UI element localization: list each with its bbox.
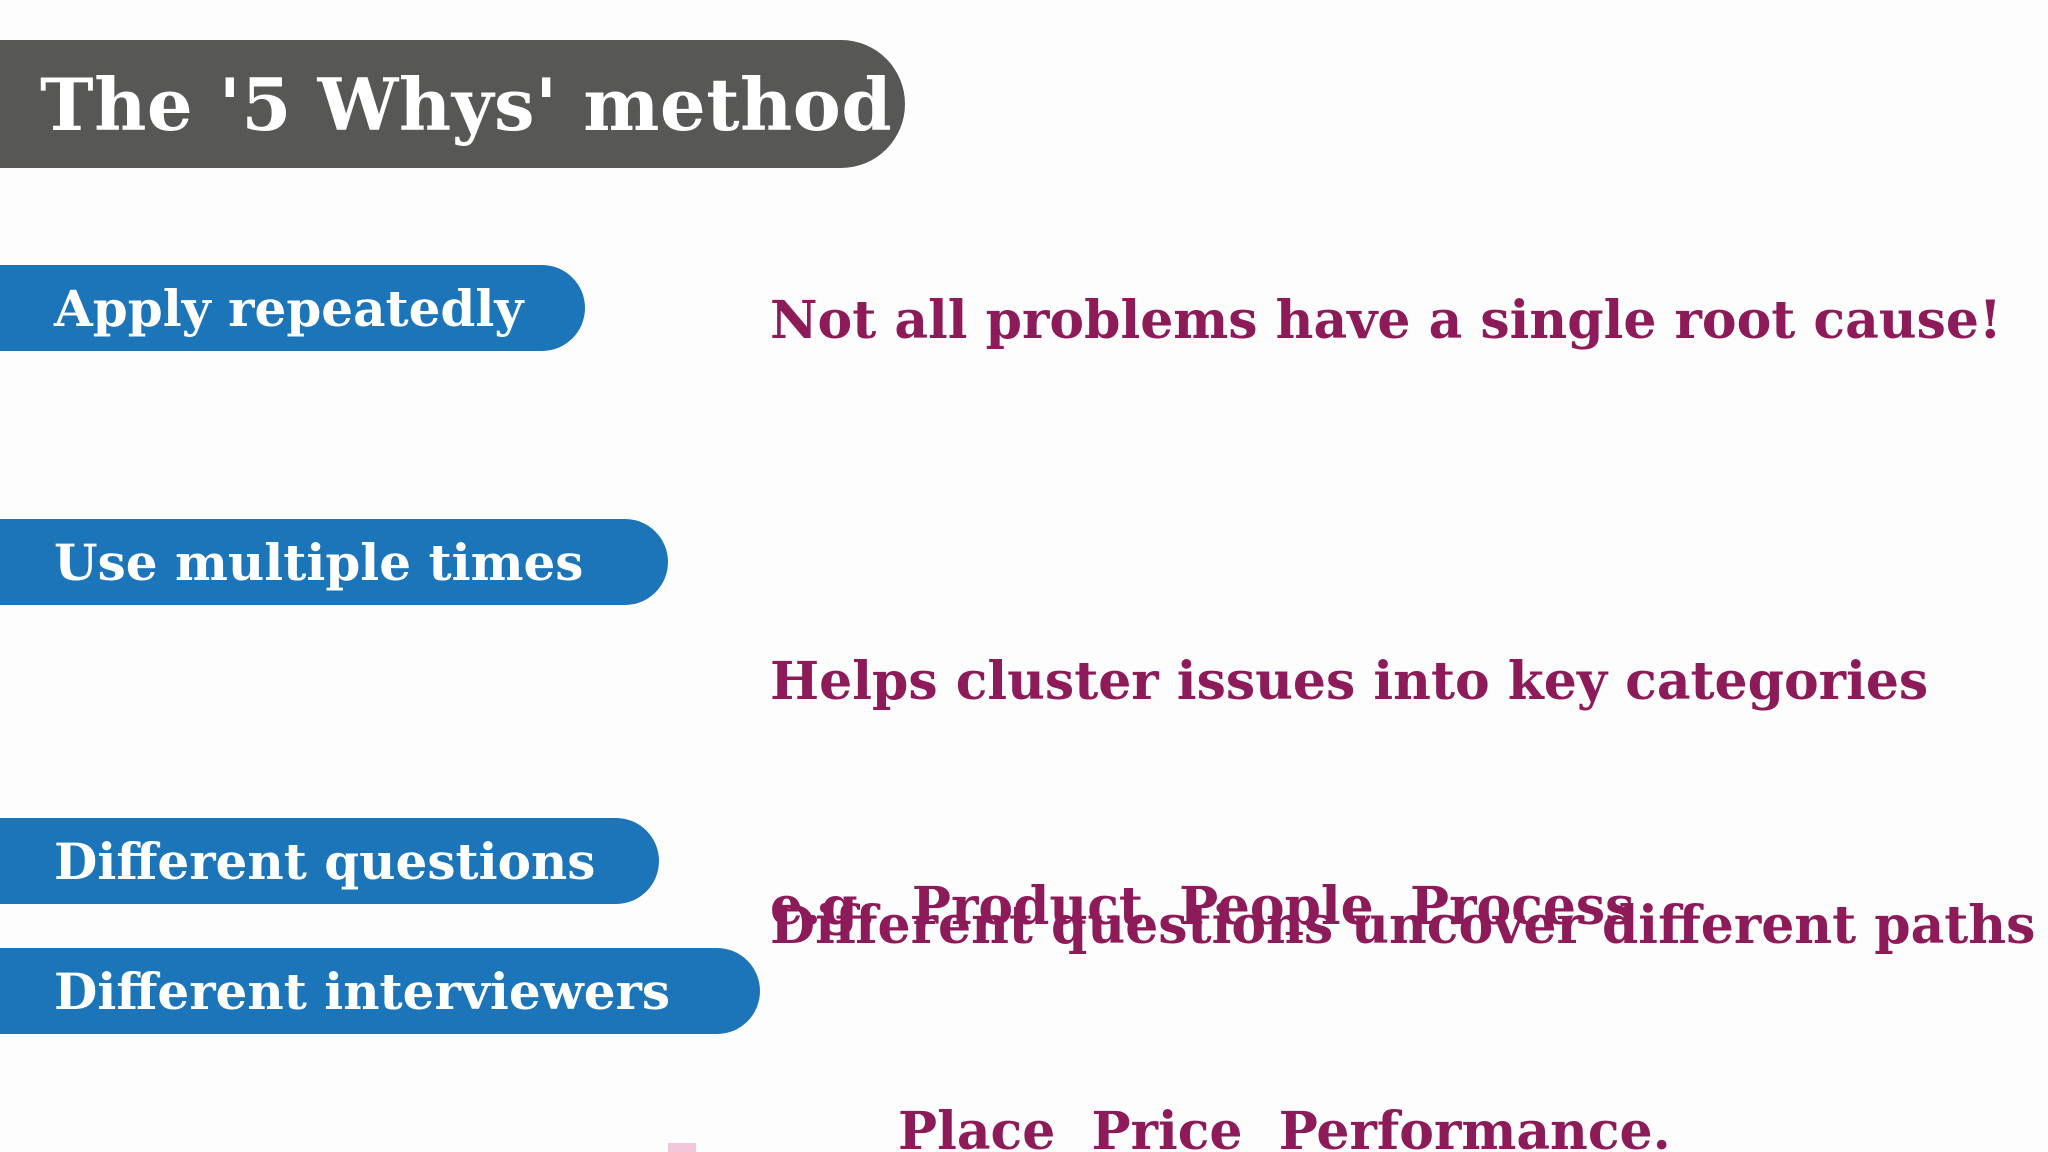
pill-different-interviewers: Different interviewers — [0, 948, 760, 1034]
slide-title: The '5 Whys' method — [40, 61, 893, 147]
pill-use-multiple-times: Use multiple times — [0, 519, 668, 605]
note-cluster-line-1: Helps cluster issues into key categories — [770, 651, 1929, 712]
note-cluster-line-3: Place Price Performance. — [898, 1101, 1671, 1152]
pill-different-questions-label: Different questions — [54, 831, 596, 891]
pill-different-questions: Different questions — [0, 818, 659, 904]
pill-use-multiple-times-label: Use multiple times — [54, 532, 584, 592]
pill-apply-repeatedly-label: Apply repeatedly — [54, 278, 524, 338]
pink-accent-square — [668, 1143, 696, 1152]
note-cluster-line-2: e.g. Product People Process — [770, 876, 1635, 937]
pill-different-interviewers-label: Different interviewers — [54, 961, 671, 1021]
note-cluster-categories: Helps cluster issues into key categories… — [770, 494, 1928, 1152]
slide-title-banner: The '5 Whys' method — [0, 40, 905, 168]
note-single-root-cause: Not all problems have a single root caus… — [770, 290, 2002, 351]
pill-apply-repeatedly: Apply repeatedly — [0, 265, 585, 351]
note-different-paths: Different questions uncover different pa… — [770, 895, 2036, 956]
